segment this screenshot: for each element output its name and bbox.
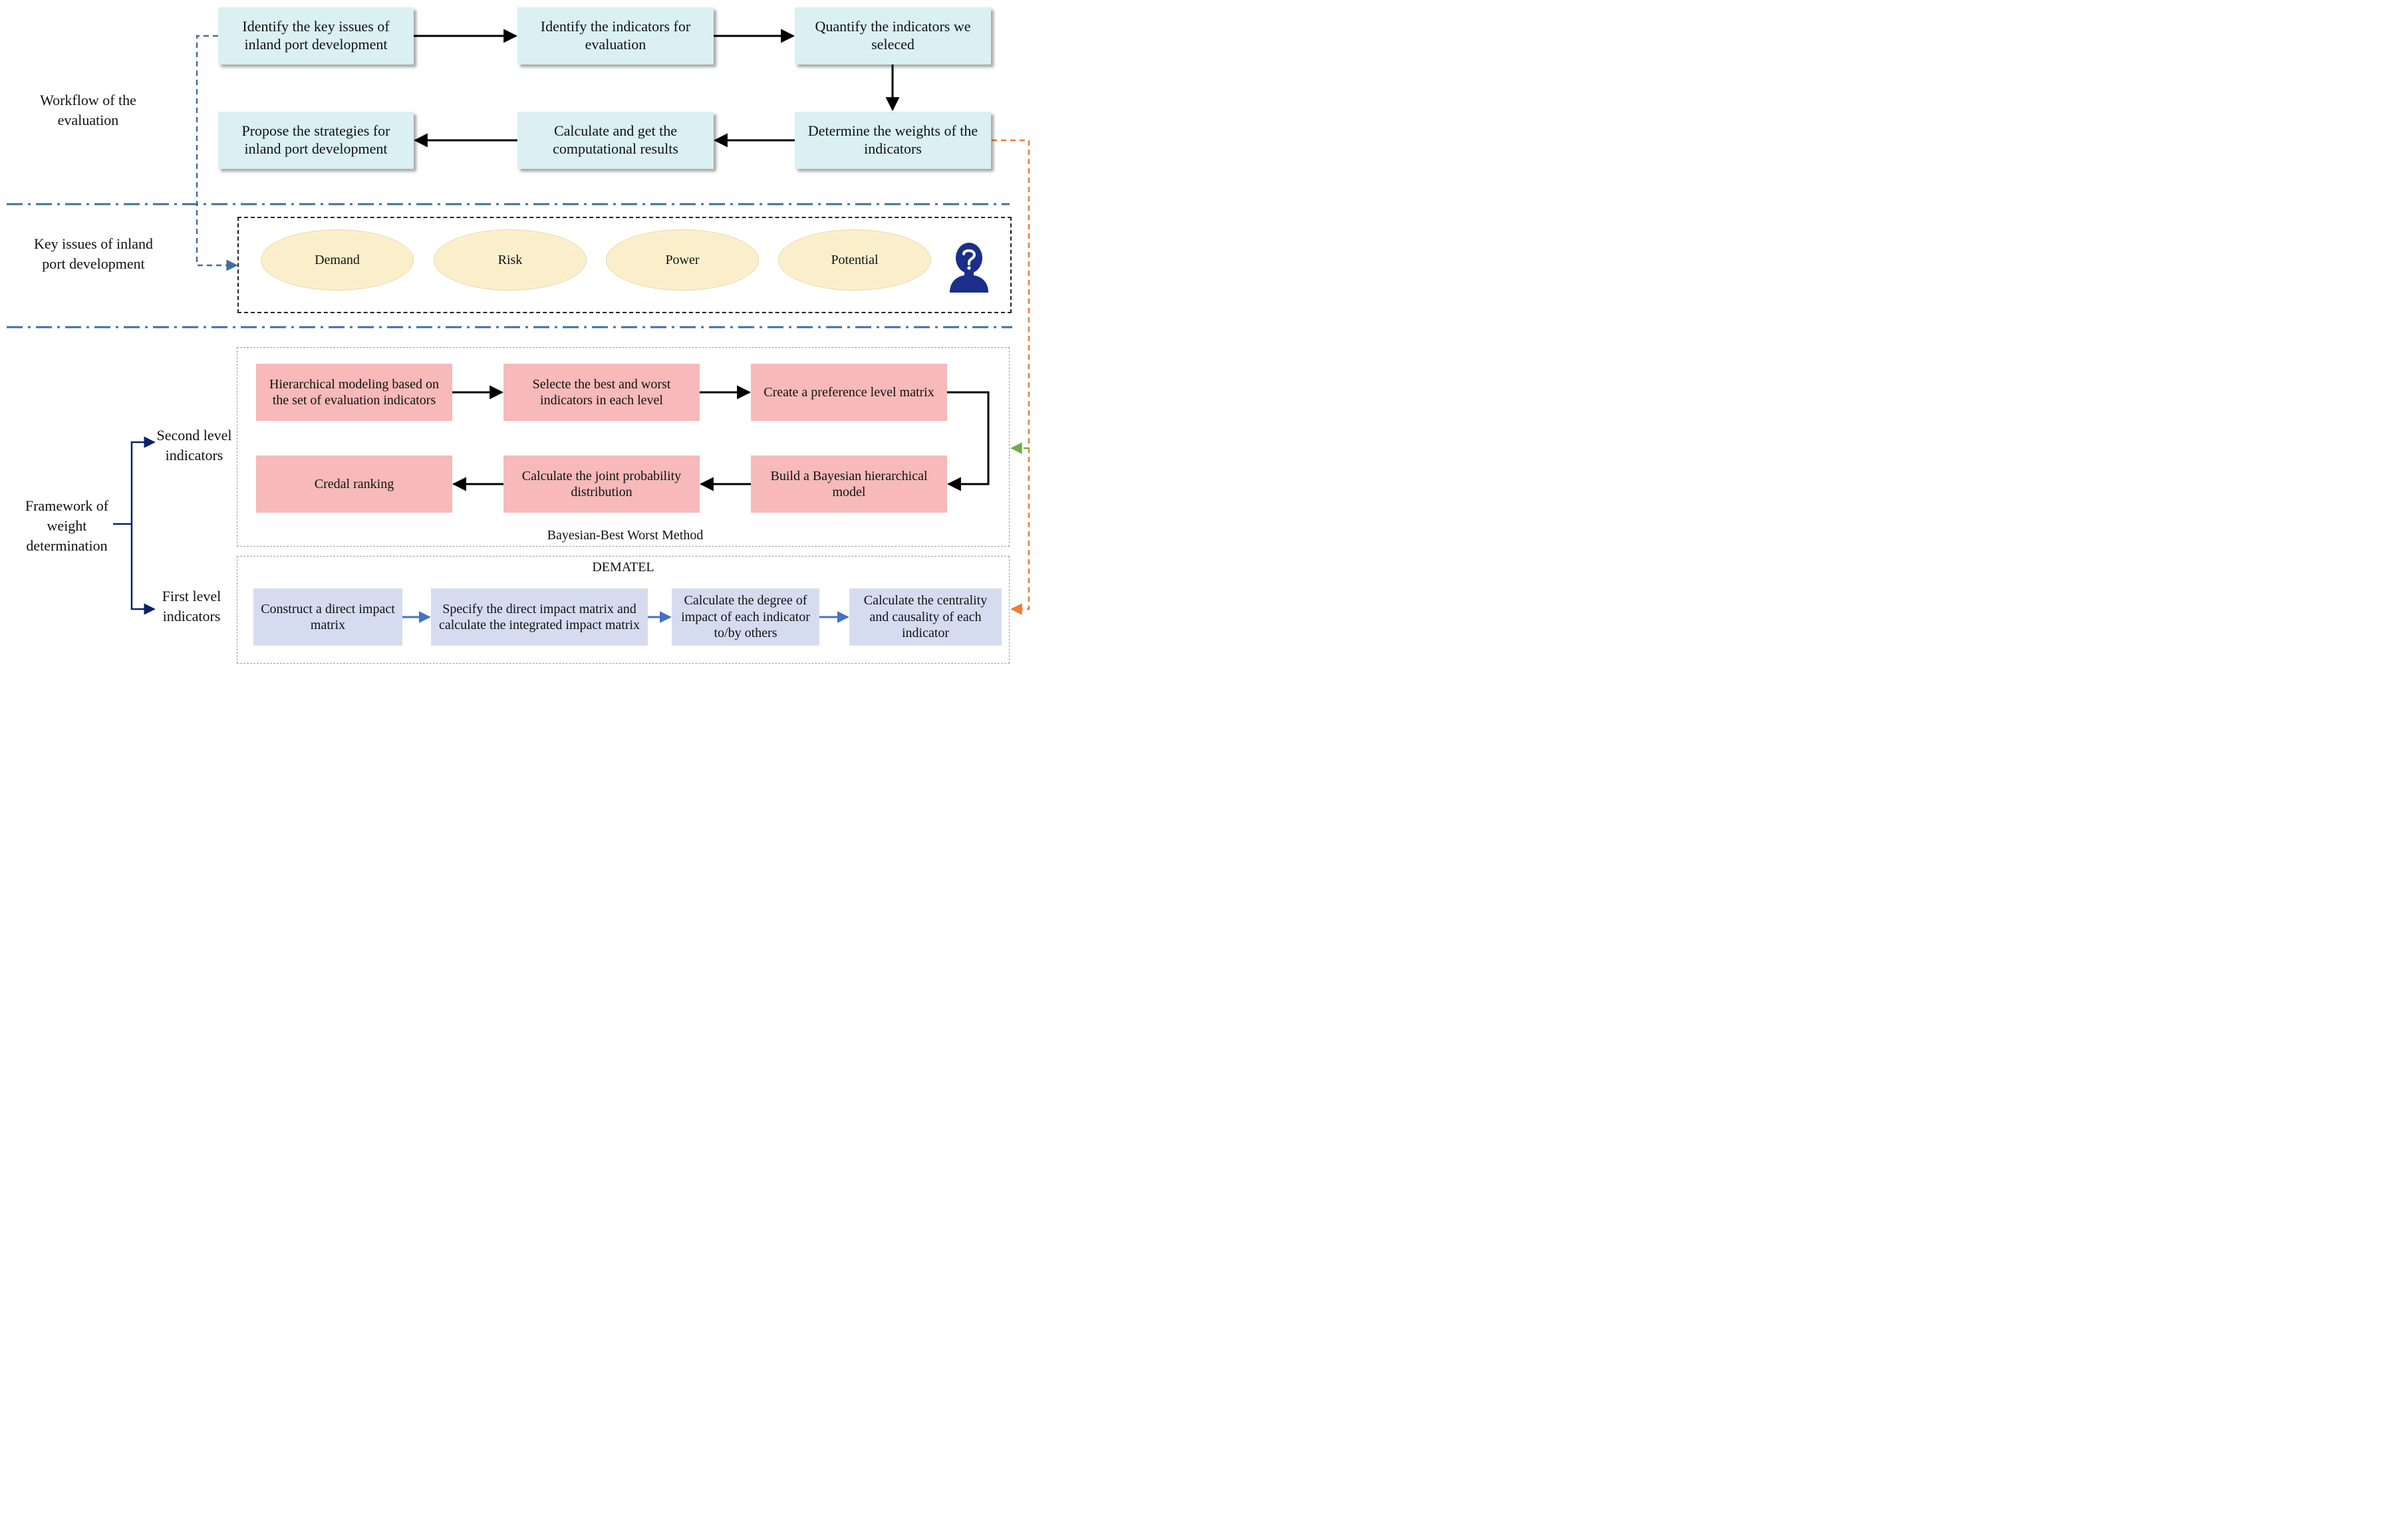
key-issues-section-label: Key issues of inland port development — [33, 235, 154, 272]
workflow-section-label: Workflow of the evaluation — [40, 92, 136, 128]
key-issue-power: Power — [606, 229, 759, 291]
first-level-label: First level indicators — [162, 588, 221, 624]
dematel-step-construct: Construct a direct impact matrix — [253, 588, 402, 646]
bbwm-step-hierarchical: Hierarchical modeling based on the set o… — [256, 364, 452, 421]
connector-layer — [7, 29, 1030, 623]
workflow-step-identify-issues: Identify the key issues of inland port d… — [218, 7, 414, 64]
bbwm-step-joint: Calculate the joint probability distribu… — [503, 455, 700, 513]
second-level-label: Second level indicators — [156, 427, 232, 463]
workflow-step-identify-indicators: Identify the indicators for evaluation — [517, 7, 714, 64]
bbwm-step-credal: Credal ranking — [256, 455, 452, 513]
bbwm-step-bayesian-model: Build a Bayesian hierarchical model — [751, 455, 947, 513]
framework-bracket — [130, 441, 153, 610]
bbwm-step-best-worst: Selecte the best and worst indicators in… — [503, 364, 700, 421]
bbwm-step-preference: Create a preference level matrix — [751, 364, 947, 421]
key-issues-frame — [237, 217, 1012, 313]
arrow-preference-to-bayesian — [946, 391, 990, 491]
dematel-caption: DEMATEL — [592, 560, 654, 575]
key-issue-potential: Potential — [778, 229, 931, 291]
workflow-step-quantify: Quantify the indicators we seleced — [795, 7, 991, 64]
key-issue-demand: Demand — [261, 229, 414, 291]
dematel-step-specify: Specify the direct impact matrix and cal… — [431, 588, 648, 646]
dematel-step-degree: Calculate the degree of impact of each i… — [672, 588, 819, 646]
person-question-icon — [950, 243, 988, 293]
dematel-frame — [237, 556, 1010, 664]
dematel-step-centrality: Calculate the centrality and causality o… — [849, 588, 1002, 646]
workflow-step-propose: Propose the strategies for inland port d… — [218, 112, 414, 169]
key-issue-risk: Risk — [434, 229, 587, 291]
diagram-canvas: Workflow of the evaluation Key issues of… — [0, 0, 1032, 670]
link-issues-to-key-issues — [196, 35, 238, 271]
workflow-step-determine-weights: Determine the weights of the indicators — [795, 112, 991, 169]
bbwm-caption: Bayesian-Best Worst Method — [547, 528, 704, 543]
framework-section-label: Framework of weight determination — [25, 497, 109, 554]
workflow-step-calculate: Calculate and get the computational resu… — [517, 112, 714, 169]
link-weights-to-dematel — [992, 139, 1030, 615]
bbwm-frame — [237, 347, 1010, 547]
